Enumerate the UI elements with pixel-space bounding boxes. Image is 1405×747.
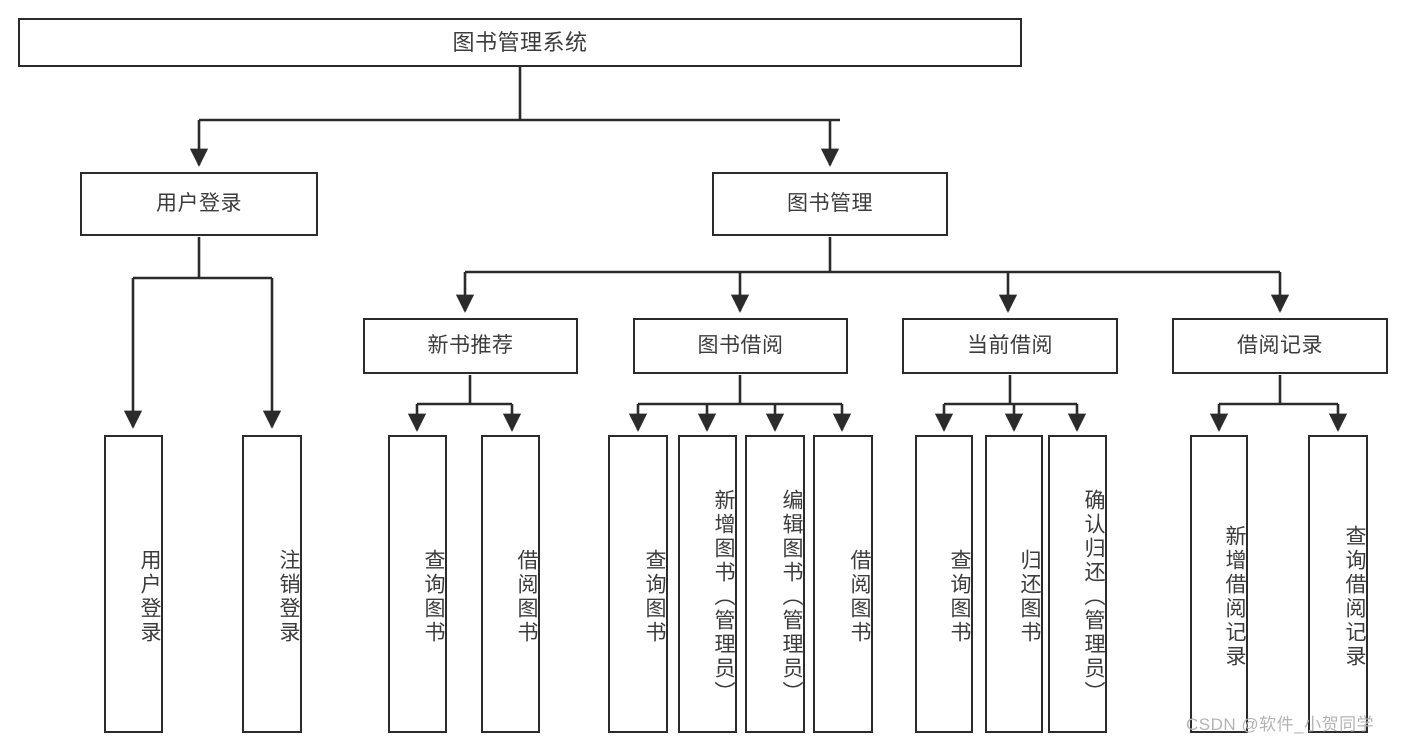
node-user-login[interactable]: 用户登录 xyxy=(80,172,318,236)
watermark: CSDN @软件_小贺同学 xyxy=(1186,715,1375,734)
leaf-borrow-book[interactable]: 借阅图书 xyxy=(813,435,873,733)
node-label: 用户登录 xyxy=(156,191,242,215)
leaf-edit-book-admin[interactable]: 编辑图书（管理员） xyxy=(745,435,805,733)
node-book-management[interactable]: 图书管理 xyxy=(712,172,948,236)
node-label: 当前借阅 xyxy=(967,333,1053,357)
node-label: 用户登录 xyxy=(138,549,161,645)
leaf-user-login[interactable]: 用户登录 xyxy=(104,435,163,733)
leaf-query-book-borrow[interactable]: 查询图书 xyxy=(608,435,668,733)
node-label: 新书推荐 xyxy=(427,333,514,357)
node-label: 注销登录 xyxy=(277,549,300,645)
node-label: 图书借阅 xyxy=(697,333,784,357)
node-label: 查询图书 xyxy=(422,549,445,645)
node-label: 查询借阅记录 xyxy=(1343,525,1366,669)
leaf-add-borrow-record[interactable]: 新增借阅记录 xyxy=(1190,435,1248,733)
node-label: 借阅记录 xyxy=(1237,333,1323,357)
leaf-query-borrow-record[interactable]: 查询借阅记录 xyxy=(1308,435,1368,733)
leaf-query-book-recommend[interactable]: 查询图书 xyxy=(388,435,447,733)
node-label: 借阅图书 xyxy=(515,549,538,645)
leaf-logout[interactable]: 注销登录 xyxy=(242,435,302,733)
node-book-borrow[interactable]: 图书借阅 xyxy=(633,318,848,374)
node-label: 归还图书 xyxy=(1018,549,1041,645)
leaf-query-book-current[interactable]: 查询图书 xyxy=(915,435,973,733)
leaf-confirm-return-admin[interactable]: 确认归还（管理员） xyxy=(1048,435,1107,733)
leaf-return-book[interactable]: 归还图书 xyxy=(985,435,1043,733)
node-label: 编辑图书（管理员） xyxy=(780,489,803,705)
node-label: 确认归还（管理员） xyxy=(1082,489,1105,705)
node-label: 借阅图书 xyxy=(848,549,871,645)
node-label: 图书管理 xyxy=(787,191,873,215)
leaf-add-book-admin[interactable]: 新增图书（管理员） xyxy=(678,435,737,733)
node-label: 查询图书 xyxy=(643,549,666,645)
node-root-system[interactable]: 图书管理系统 xyxy=(18,18,1022,67)
leaf-borrow-book-recommend[interactable]: 借阅图书 xyxy=(481,435,540,733)
node-label: 新增图书（管理员） xyxy=(712,489,735,705)
node-label: 新增借阅记录 xyxy=(1223,525,1246,669)
node-new-book-recommend[interactable]: 新书推荐 xyxy=(363,318,578,374)
node-label: 图书管理系统 xyxy=(452,29,588,55)
node-label: 查询图书 xyxy=(948,549,971,645)
node-borrow-record[interactable]: 借阅记录 xyxy=(1172,318,1388,374)
node-current-borrow[interactable]: 当前借阅 xyxy=(902,318,1118,374)
